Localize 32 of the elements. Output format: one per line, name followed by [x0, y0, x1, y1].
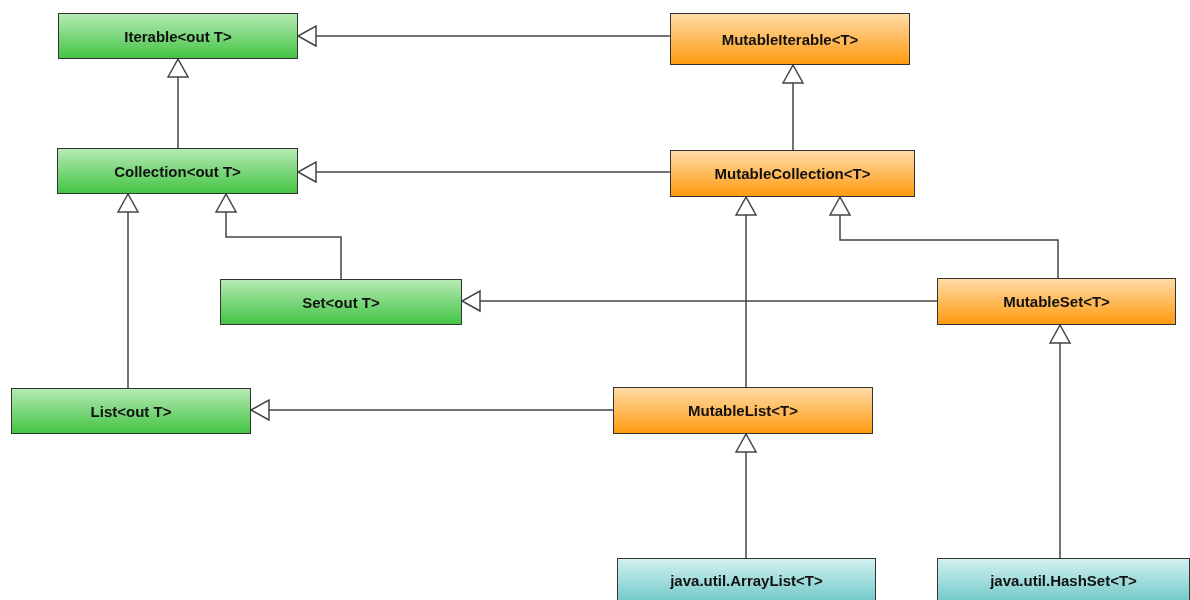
inheritance-arrow — [735, 433, 757, 559]
inheritance-arrow — [461, 290, 938, 312]
class-box — [670, 150, 915, 197]
inheritance-arrow — [250, 399, 614, 421]
class-box — [937, 558, 1190, 600]
class-name: MutableList<T> — [688, 402, 798, 419]
inheritance-arrow — [297, 25, 671, 47]
class-box — [58, 13, 298, 59]
class-box — [11, 388, 251, 434]
class-name: java.util.ArrayList<T> — [670, 571, 823, 589]
class-box — [57, 148, 298, 194]
class-name: Collection<out T> — [114, 162, 241, 180]
class-name: MutableSet<T> — [1003, 293, 1110, 310]
inheritance-arrow — [782, 64, 804, 151]
class-box — [617, 558, 876, 600]
class-box — [613, 387, 873, 434]
inheritance-arrow — [117, 193, 139, 389]
class-box — [670, 13, 910, 65]
class-name: Set<out T> — [302, 293, 380, 311]
inheritance-arrow — [215, 193, 342, 280]
inheritance-arrow — [297, 161, 671, 183]
class-name: MutableCollection<T> — [714, 165, 871, 182]
class-name: java.util.HashSet<T> — [990, 571, 1137, 589]
class-box — [220, 279, 462, 325]
class-name: List<out T> — [90, 402, 172, 420]
inheritance-arrow — [829, 196, 1059, 279]
class-name: MutableIterable<T> — [721, 30, 859, 48]
class-box — [937, 278, 1176, 325]
inheritance-arrow — [735, 196, 757, 388]
class-name: Iterable<out T> — [124, 27, 232, 45]
inheritance-arrow — [167, 58, 189, 149]
inheritance-arrow — [1049, 324, 1071, 559]
